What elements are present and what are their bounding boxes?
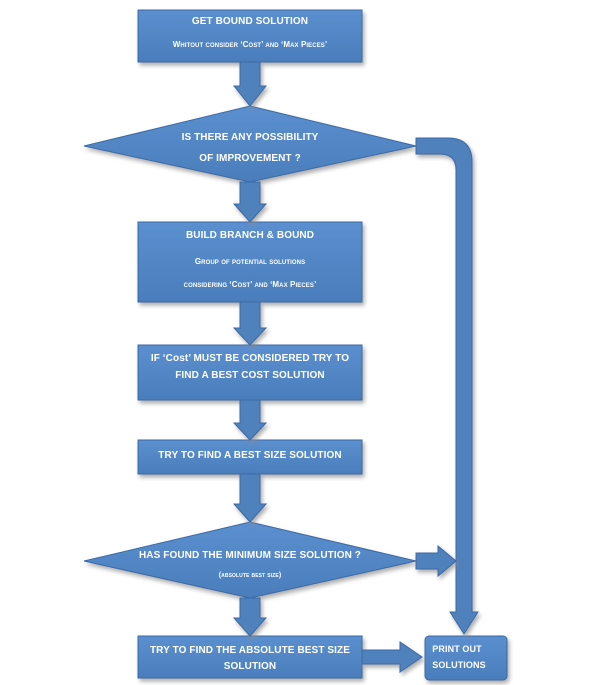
arrow-down-4 bbox=[232, 399, 268, 441]
branch-bound-line1: Group of potential solutions bbox=[194, 257, 306, 266]
branch-bound-title: BUILD BRANCH & BOUND bbox=[185, 230, 315, 241]
min-size-question-line1: HAS FOUND THE MINIMUM SIZE SOLUTION ? bbox=[138, 550, 362, 561]
arrow-down-1 bbox=[232, 61, 268, 107]
print-out-line1: PRINT OUT bbox=[432, 644, 482, 654]
min-size-question-line2: (absolute best size) bbox=[218, 572, 282, 579]
absolute-step-line1: TRY TO FIND THE ABSOLUTE BEST SIZE bbox=[149, 645, 351, 656]
branch-bound-line2: considering ‘Cost’ and ‘Max Pieces’ bbox=[183, 280, 317, 289]
get-bound-box bbox=[137, 9, 363, 63]
absolute-step-line2: SOLUTION bbox=[223, 661, 277, 672]
print-out-line2: SOLUTIONS bbox=[432, 660, 486, 670]
size-step-box bbox=[137, 439, 363, 475]
arrow-down-6 bbox=[232, 597, 268, 637]
print-out-box bbox=[424, 635, 508, 681]
size-step-label: TRY TO FIND A BEST SIZE SOLUTION bbox=[158, 450, 342, 461]
branch-bound-box bbox=[137, 221, 363, 303]
improvement-decision-diamond bbox=[83, 105, 417, 183]
improvement-question-line2: OF IMPROVEMENT ? bbox=[199, 153, 301, 164]
absolute-step-box bbox=[137, 635, 363, 679]
arrow-curved-to-print bbox=[415, 137, 479, 635]
arrow-down-5 bbox=[232, 473, 268, 523]
improvement-question-line1: IS THERE ANY POSSIBILITY bbox=[181, 132, 319, 143]
arrow-down-3 bbox=[232, 301, 268, 346]
get-bound-subtitle: Whitout consider ‘Cost’ and ‘Max Pieces’ bbox=[172, 40, 328, 49]
arrow-right-print bbox=[361, 641, 423, 673]
get-bound-title: GET BOUND SOLUTION bbox=[191, 16, 309, 27]
cost-step-line2: FIND A BEST COST SOLUTION bbox=[175, 370, 325, 381]
arrow-down-2 bbox=[232, 181, 268, 223]
cost-step-line1: IF ‘Cost’ MUST BE CONSIDERED TRY TO bbox=[150, 353, 350, 364]
arrow-right-min-size bbox=[415, 544, 457, 578]
